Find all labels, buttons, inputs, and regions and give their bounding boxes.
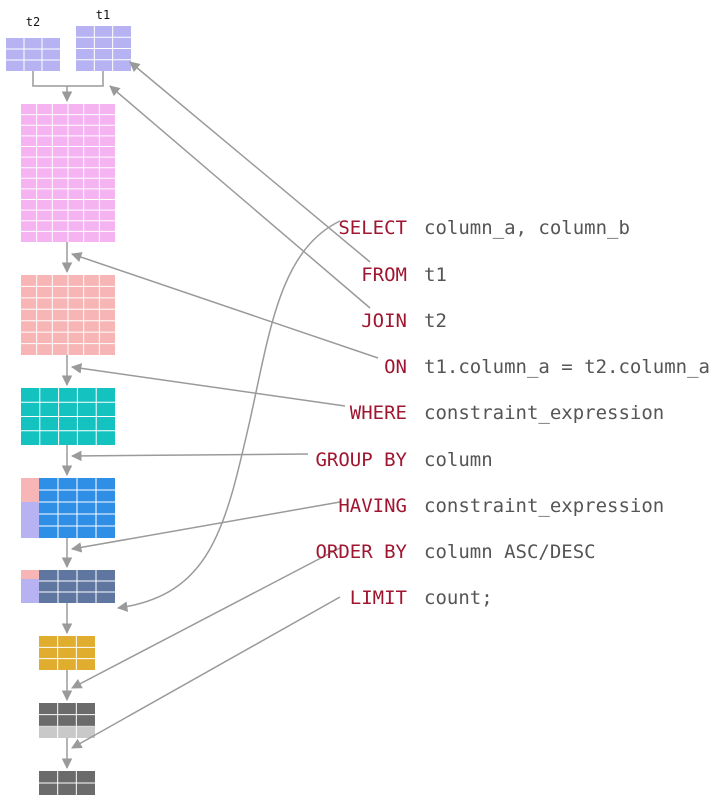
flow-t2-connector <box>32 71 73 103</box>
sql-clauses: SELECT column_a, column_b FROM t1 JOIN t… <box>315 217 710 609</box>
arrow-from-t1 <box>129 61 371 263</box>
expression-limit: count; <box>424 587 493 609</box>
expression-where: constraint_expression <box>424 402 664 424</box>
clause-arrows <box>70 61 379 749</box>
keyword-order-by: ORDER BY <box>315 541 407 563</box>
arrow-select <box>116 220 341 612</box>
arrow-having <box>70 501 341 553</box>
arrow-where <box>70 363 346 407</box>
table-label-t1: t1 <box>96 8 110 22</box>
group-by-lavender-block <box>21 502 39 538</box>
expression-from: t1 <box>424 264 447 286</box>
table-join-result <box>21 104 115 242</box>
having-lavender-block <box>21 579 39 603</box>
table-order-by-result <box>39 703 95 738</box>
table-group-by-result <box>21 478 115 538</box>
expression-join: t2 <box>424 310 447 332</box>
keyword-from: FROM <box>361 264 407 286</box>
arrow-on <box>71 252 379 359</box>
table-select-result-fill <box>39 636 95 670</box>
keyword-where: WHERE <box>350 402 407 424</box>
expression-select: column_a, column_b <box>424 217 630 239</box>
table-label-t2: t2 <box>26 15 40 29</box>
having-pink-block <box>21 570 39 579</box>
arrow-limit <box>71 596 341 749</box>
flow-connectors <box>32 71 104 770</box>
expression-on: t1.column_a = t2.column_a <box>424 356 710 378</box>
expression-having: constraint_expression <box>424 495 664 517</box>
table-limit-result <box>39 771 95 795</box>
keyword-group-by: GROUP BY <box>315 449 407 471</box>
arrow-group-by <box>70 450 309 462</box>
table-having-result <box>21 570 115 603</box>
table-t2 <box>6 38 60 71</box>
expression-group-by: column <box>424 449 493 471</box>
table-select-result <box>39 636 95 670</box>
table-where-result <box>21 388 115 445</box>
order-by-light-rows <box>39 726 95 738</box>
tables-layer <box>6 26 131 795</box>
table-on-result <box>21 275 115 355</box>
flow-t1-connector <box>67 71 104 87</box>
keyword-on: ON <box>384 356 407 378</box>
table-t1 <box>76 26 131 71</box>
arrow-order-by <box>71 547 341 689</box>
table-t2-fill <box>6 38 60 71</box>
arrow-join-t2 <box>109 85 371 309</box>
keyword-limit: LIMIT <box>350 587 407 609</box>
keyword-select: SELECT <box>338 217 407 239</box>
keyword-having: HAVING <box>338 495 407 517</box>
keyword-join: JOIN <box>361 310 407 332</box>
expression-order-by: column ASC/DESC <box>424 541 596 563</box>
group-by-pink-block <box>21 478 39 502</box>
